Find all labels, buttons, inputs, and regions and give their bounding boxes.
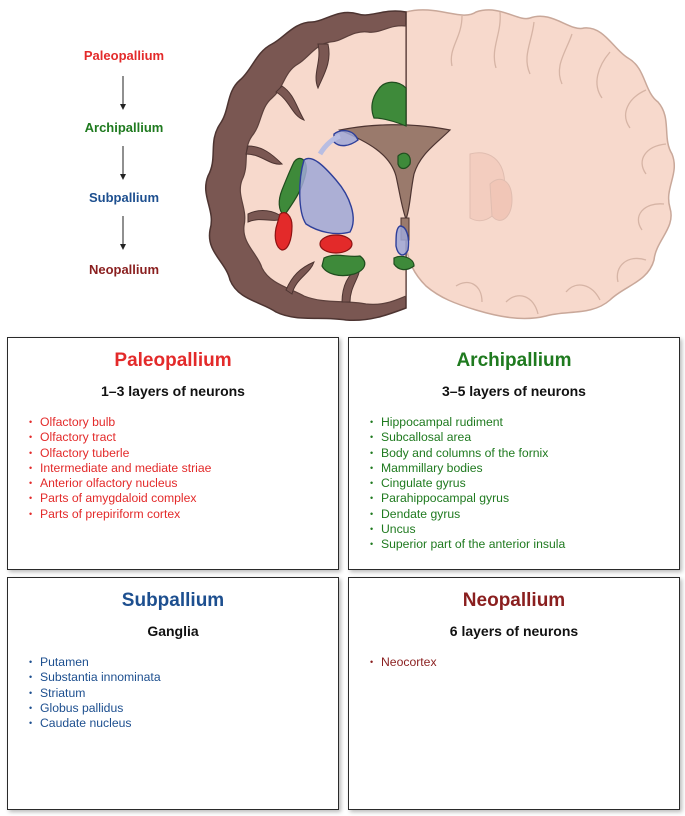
panel-list: Olfactory bulb Olfactory tract Olfactory… bbox=[8, 415, 338, 522]
panel-title: Archipallium bbox=[456, 350, 572, 371]
sequence-label-archipallium: Archipallium bbox=[84, 120, 164, 135]
sequence-label-subpallium: Subpallium bbox=[88, 190, 160, 205]
panel-list: Hippocampal rudiment Subcallosal area Bo… bbox=[349, 415, 679, 553]
sequence-arrow bbox=[120, 216, 126, 250]
panel-subtitle: 3–5 layers of neurons bbox=[442, 383, 586, 399]
list-item: Putamen bbox=[29, 655, 338, 671]
panel-list: Neocortex bbox=[349, 655, 679, 671]
sequence-label-paleopallium: Paleopallium bbox=[83, 48, 165, 63]
list-item: Olfactory bulb bbox=[29, 415, 338, 431]
neopallium-panel: Neopallium 6 layers of neurons Neocortex bbox=[348, 577, 680, 810]
list-item: Cingulate gyrus bbox=[370, 476, 679, 492]
subpallium-panel: Subpallium Ganglia Putamen Substantia in… bbox=[7, 577, 339, 810]
list-item: Parahippocampal gyrus bbox=[370, 491, 679, 507]
list-item: Neocortex bbox=[370, 655, 679, 671]
sequence-label-neopallium: Neopallium bbox=[88, 262, 160, 277]
brain-coronal-section-illustration bbox=[205, 9, 675, 322]
list-item: Superior part of the anterior insula bbox=[370, 537, 679, 553]
archipallium-panel: Archipallium 3–5 layers of neurons Hippo… bbox=[348, 337, 680, 570]
list-item: Anterior olfactory nucleus bbox=[29, 476, 338, 492]
panel-subtitle: Ganglia bbox=[147, 623, 199, 639]
panel-title: Subpallium bbox=[121, 590, 225, 611]
list-item: Parts of prepiriform cortex bbox=[29, 507, 338, 523]
panel-list: Putamen Substantia innominata Striatum G… bbox=[8, 655, 338, 732]
list-item: Caudate nucleus bbox=[29, 716, 338, 732]
panel-title: Paleopallium bbox=[114, 350, 232, 371]
list-item: Striatum bbox=[29, 686, 338, 702]
sequence-arrow bbox=[120, 76, 126, 110]
list-item: Parts of amygdaloid complex bbox=[29, 491, 338, 507]
list-item: Olfactory tract bbox=[29, 430, 338, 446]
lateral-ventricle bbox=[337, 124, 452, 221]
list-item: Body and columns of the fornix bbox=[370, 446, 679, 462]
list-item: Hippocampal rudiment bbox=[370, 415, 679, 431]
right-hemisphere bbox=[405, 9, 675, 320]
subpallium-regions bbox=[299, 129, 410, 256]
panel-subtitle: 1–3 layers of neurons bbox=[101, 383, 245, 399]
list-item: Mammillary bodies bbox=[370, 461, 679, 477]
paleopallium-regions bbox=[274, 212, 353, 254]
list-item: Intermediate and mediate striae bbox=[29, 461, 338, 477]
archipallium-regions bbox=[278, 81, 415, 277]
list-item: Olfactory tuberle bbox=[29, 446, 338, 462]
panel-subtitle: 6 layers of neurons bbox=[449, 623, 579, 639]
list-item: Globus pallidus bbox=[29, 701, 338, 717]
paleopallium-panel: Paleopallium 1–3 layers of neurons Olfac… bbox=[7, 337, 339, 570]
list-item: Dendate gyrus bbox=[370, 507, 679, 523]
list-item: Substantia innominata bbox=[29, 670, 338, 686]
sequence-arrow bbox=[120, 146, 126, 180]
list-item: Subcallosal area bbox=[370, 430, 679, 446]
list-item: Uncus bbox=[370, 522, 679, 538]
panel-title: Neopallium bbox=[462, 590, 566, 611]
